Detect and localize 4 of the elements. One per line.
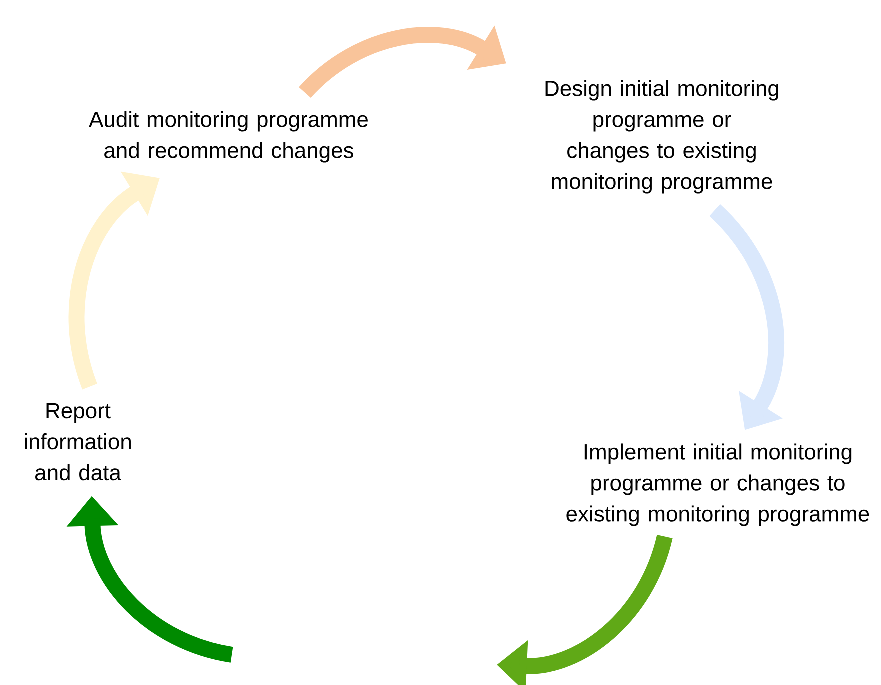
step-text: Design initial monitoring programme or changes to existing monitoring programme	[546, 80, 779, 194]
step-text: Report information and data	[25, 403, 131, 481]
step-text: Audit monitoring programme and recommend changes	[89, 111, 368, 163]
step-text: Implement initial monitoring programme or changes to existing monitoring programme	[566, 444, 870, 526]
